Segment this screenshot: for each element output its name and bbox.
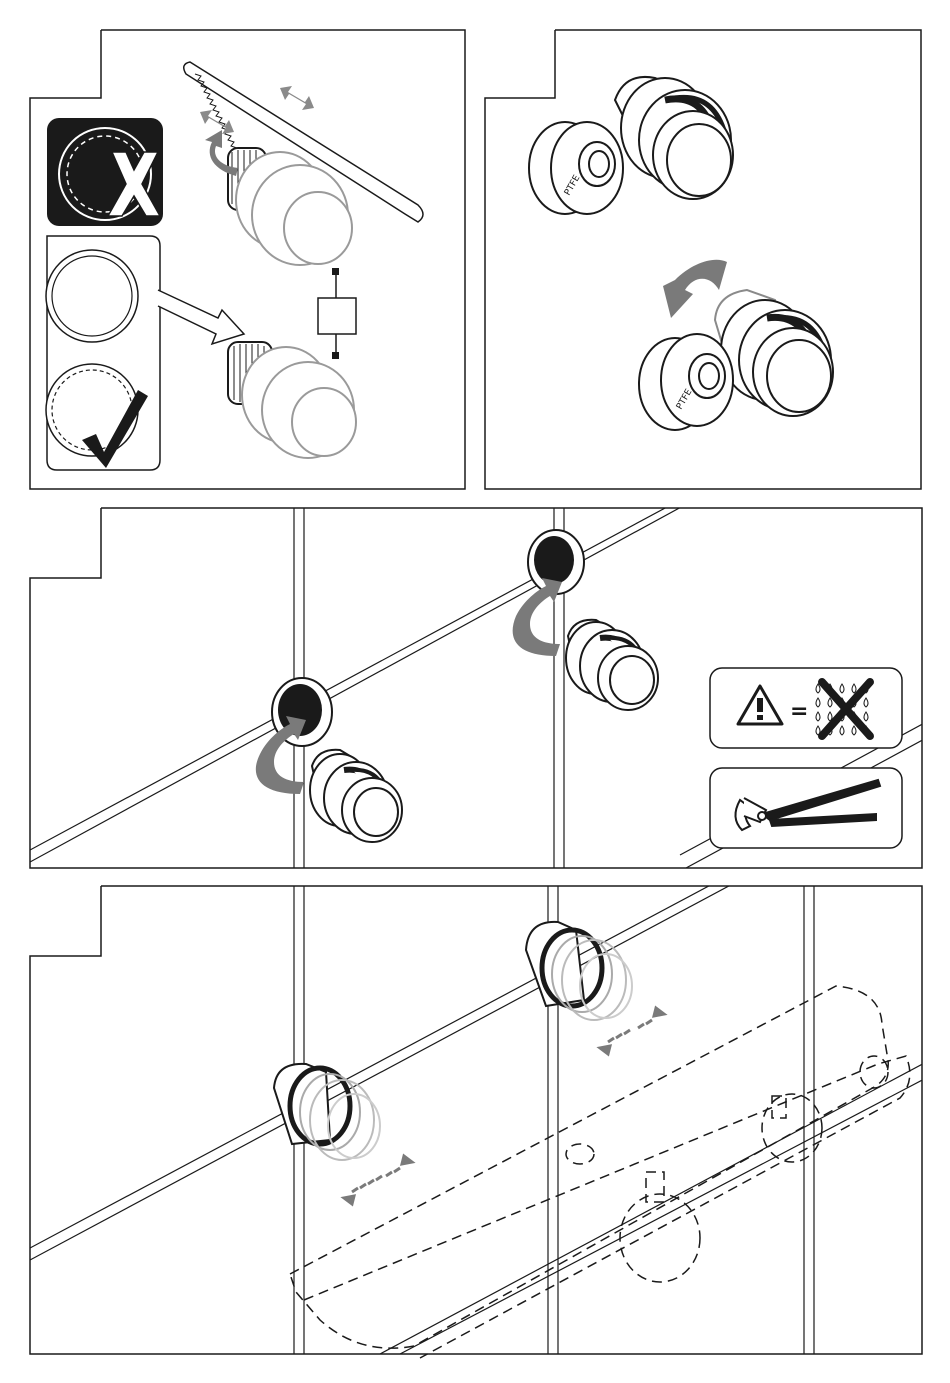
ptfe-seal-icon: PTFE <box>529 122 623 214</box>
warning-box: = <box>710 668 902 748</box>
eccentric-right-adjusting <box>526 922 632 1020</box>
eccentric-left-adjusting <box>274 1064 380 1160</box>
correct-cut-icon <box>46 236 160 470</box>
step-ptfe-seal-panel: PTFE PTFE <box>475 0 950 495</box>
step-install-eccentrics-panel: = <box>0 500 950 875</box>
pliers-box <box>710 768 902 848</box>
eccentric-top <box>615 77 733 199</box>
step-align-eccentrics-panel <box>0 880 950 1383</box>
fitting-bottom <box>228 342 356 458</box>
eccentric-bottom <box>715 290 833 416</box>
measurement-box-icon <box>318 268 356 359</box>
equals-sign: = <box>790 699 808 724</box>
eccentric-left <box>310 750 402 842</box>
eccentric-right <box>566 620 658 710</box>
ptfe-seal-icon: PTFE <box>639 334 733 430</box>
wrong-cut-icon <box>47 118 163 226</box>
step-cut-pipe-panel <box>0 0 475 495</box>
mixer-outline-icon <box>290 986 910 1358</box>
adjust-arrow-icon <box>344 1008 664 1204</box>
